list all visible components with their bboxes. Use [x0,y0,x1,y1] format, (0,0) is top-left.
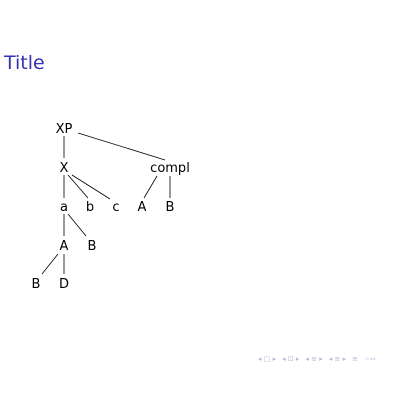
node-compl-a: A [138,200,147,215]
nav-document-icon[interactable]: ◂ ≡ ▸ [328,355,347,363]
nav-search-icon[interactable]: ∽∾ [364,355,376,363]
nav-subsection-icon[interactable]: ◂ ⊡ ▸ [282,355,300,363]
edge-A-B [41,253,59,275]
nav-align-icon[interactable]: ≡ [352,355,358,363]
edge-x-c [71,174,111,200]
node-a-B: B [88,239,97,254]
node-a-A: A [60,239,69,254]
node-compl-b: B [166,200,175,215]
node-A-B: B [32,277,41,292]
nav-section-icon[interactable]: ◂ ≡ ▸ [305,355,323,363]
slide-title: Title [4,52,45,74]
edge-a-B [67,213,87,237]
node-xp: XP [56,122,73,137]
edge-x-b [67,174,89,199]
node-a: a [60,200,68,215]
node-A-D: D [59,277,69,292]
nav-frame-icon[interactable]: ◂ □ ▸ [258,355,277,363]
node-compl: compl [150,161,190,176]
edge-xp-compl [77,132,166,161]
beamer-navigation: ◂ □ ▸ ◂ ⊡ ▸ ◂ ≡ ▸ ◂ ≡ ▸ ≡ ∽∾ [258,355,376,363]
node-c: c [112,200,119,215]
node-x: X [60,161,69,176]
edge-compl-a [143,175,158,199]
node-b: b [86,200,94,215]
